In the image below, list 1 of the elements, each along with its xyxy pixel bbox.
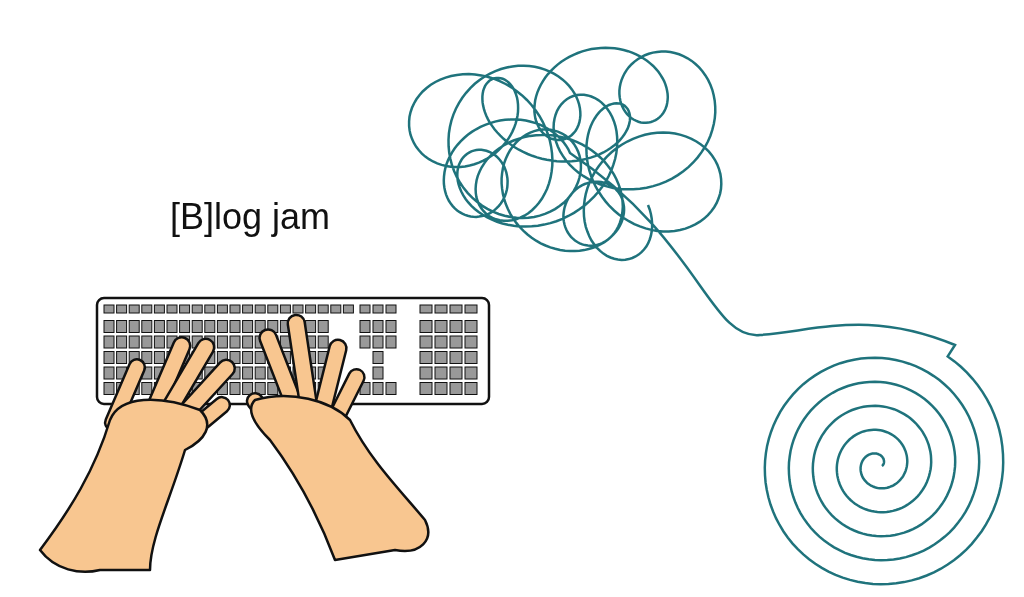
title-text: [B]log jam [170,196,331,238]
